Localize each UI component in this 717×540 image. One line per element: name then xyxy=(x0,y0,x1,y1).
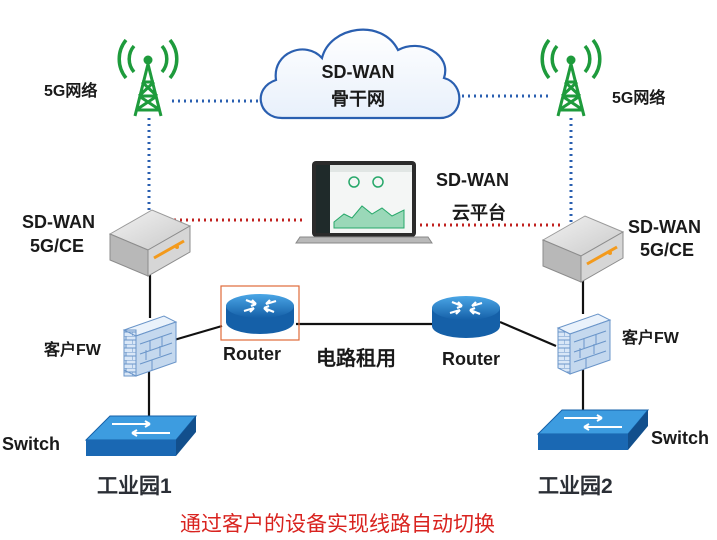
firewall-icon xyxy=(556,313,612,375)
firewall-icon xyxy=(122,315,178,377)
label-fw-left: 客户FW xyxy=(44,342,101,359)
label-ce-left-line1: SD-WAN xyxy=(22,212,95,232)
label-cloud-line1: SD-WAN xyxy=(321,62,395,82)
label-switch-right: Switch xyxy=(651,428,710,448)
label-ce-right-line2: 5G/CE xyxy=(640,240,695,260)
label-site-right: 工业园2 xyxy=(538,475,613,498)
router-icon xyxy=(432,296,500,338)
label-ce-left-line2: 5G/CE xyxy=(30,236,85,256)
label-fw-right: 客户FW xyxy=(622,330,679,347)
label-5g-left: 5G网络 xyxy=(44,83,98,100)
label-platform-line1: SD-WAN xyxy=(436,170,509,190)
ce-device-icon xyxy=(541,215,625,283)
link-router-right-fw xyxy=(499,320,557,348)
cloud-links xyxy=(147,94,573,224)
cell-tower-icon xyxy=(117,38,179,117)
label-leased-line: 电路租用 xyxy=(316,348,396,370)
physical-links xyxy=(147,275,585,416)
label-5g-right: 5G网络 xyxy=(612,90,666,107)
router-icon xyxy=(220,285,300,341)
label-platform-line2: 云平台 xyxy=(452,203,506,223)
label-ce-right-line1: SD-WAN xyxy=(628,217,701,237)
platform-links xyxy=(168,218,560,227)
label-site-left: 工业园1 xyxy=(97,475,172,498)
link-left-fw-router xyxy=(173,324,223,342)
switch-icon xyxy=(536,409,650,450)
label-cloud-line2: 骨干网 xyxy=(331,89,385,109)
label-router-right: Router xyxy=(442,349,500,369)
label-router-left: Router xyxy=(223,344,281,364)
laptop-icon xyxy=(295,161,433,244)
label-switch-left: Switch xyxy=(2,434,61,454)
ce-device-icon xyxy=(108,209,192,277)
switch-icon xyxy=(84,415,198,456)
cell-tower-icon xyxy=(540,38,602,117)
caption: 通过客户的设备实现线路自动切换 xyxy=(180,513,495,536)
cloud-icon xyxy=(259,28,461,120)
